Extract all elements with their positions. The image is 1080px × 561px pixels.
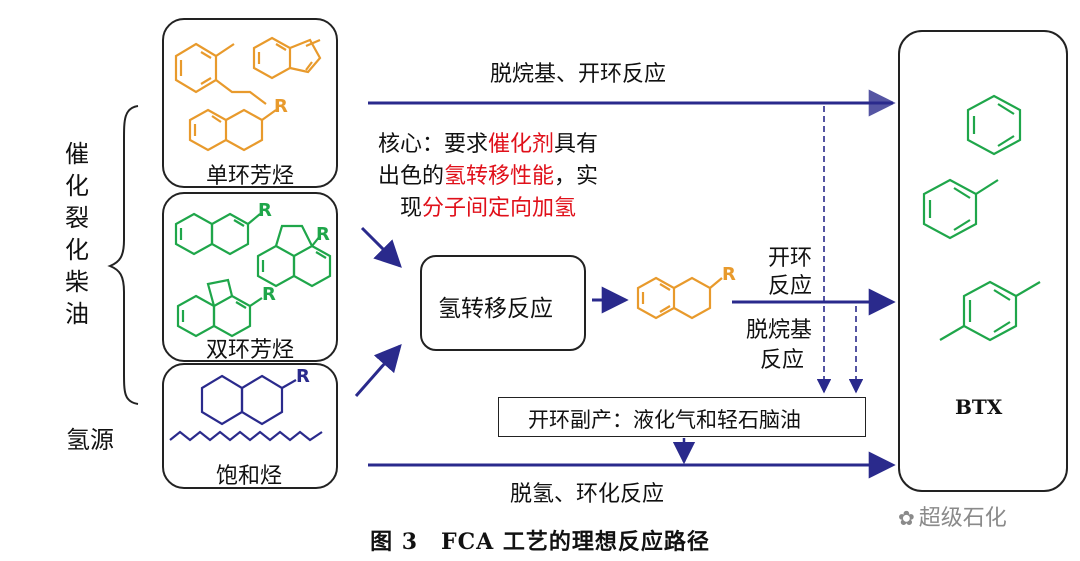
byproduct-box — [498, 397, 866, 437]
btx-product-box — [898, 30, 1068, 492]
monocyclic-molecules — [174, 36, 322, 152]
core-note-highlight: 分子间定向加氢 — [422, 196, 577, 221]
core-note-text: 具有 — [554, 132, 599, 157]
core-note-text: 现 — [400, 196, 423, 221]
core-note-line1: 核心：要求催化剂具有 — [378, 126, 598, 158]
substituent-r-4: R — [262, 284, 276, 305]
core-note-highlight: 催化剂 — [488, 132, 555, 157]
figure-caption: 图 3 FCA 工艺的理想反应路径 — [370, 529, 710, 555]
saturated-molecules — [169, 374, 323, 442]
hydrogen-transfer-box — [420, 255, 586, 351]
hydrogen-transfer-label: 氢转移反应 — [438, 296, 553, 322]
watermark: ✿超级石化 — [898, 500, 1007, 532]
middle-reaction-label-4: 反应 — [760, 348, 805, 373]
btx-molecules — [922, 94, 1041, 342]
top-reaction-label: 脱烷基、开环反应 — [490, 62, 667, 87]
bicyclic-to-transfer-arrow — [360, 226, 402, 268]
byproduct-label: 开环副产：液化气和轻石脑油 — [528, 408, 801, 432]
middle-reaction-label-2: 反应 — [768, 274, 813, 299]
bottom-reaction-label: 脱氢、环化反应 — [510, 482, 665, 507]
substituent-r-6: R — [722, 264, 736, 285]
saturated-label: 饱和烃 — [216, 464, 283, 489]
watermark-text: 超级石化 — [918, 506, 1007, 531]
left-brace — [107, 105, 139, 405]
wechat-icon: ✿ — [898, 506, 915, 530]
core-note-highlight: 氢转移性能 — [444, 164, 555, 189]
monocyclic-label: 单环芳烃 — [206, 164, 295, 189]
core-note-text: 出色的 — [378, 164, 445, 189]
tetralin-molecule — [636, 276, 723, 320]
btx-label: BTX — [955, 395, 1003, 419]
core-note-text: 核心：要求 — [378, 132, 489, 157]
hydrogen-source-label: 氢源 — [66, 426, 114, 454]
middle-reaction-label-3: 脱烷基 — [746, 318, 813, 343]
substituent-r-2: R — [258, 200, 272, 221]
substituent-r-5: R — [296, 366, 310, 387]
core-note-text: ，实 — [554, 164, 599, 189]
bicyclic-molecules — [174, 212, 332, 338]
middle-reaction-label-1: 开环 — [768, 246, 813, 271]
catalytic-diesel-label: 催化裂化柴油 — [65, 140, 89, 328]
substituent-r-1: R — [274, 96, 288, 117]
saturated-to-transfer-arrow — [354, 343, 402, 397]
core-note-line2: 出色的氢转移性能，实 — [378, 158, 598, 190]
bicyclic-label: 双环芳烃 — [206, 338, 295, 363]
core-note-line3: 现分子间定向加氢 — [400, 190, 576, 222]
substituent-r-3: R — [316, 224, 330, 245]
